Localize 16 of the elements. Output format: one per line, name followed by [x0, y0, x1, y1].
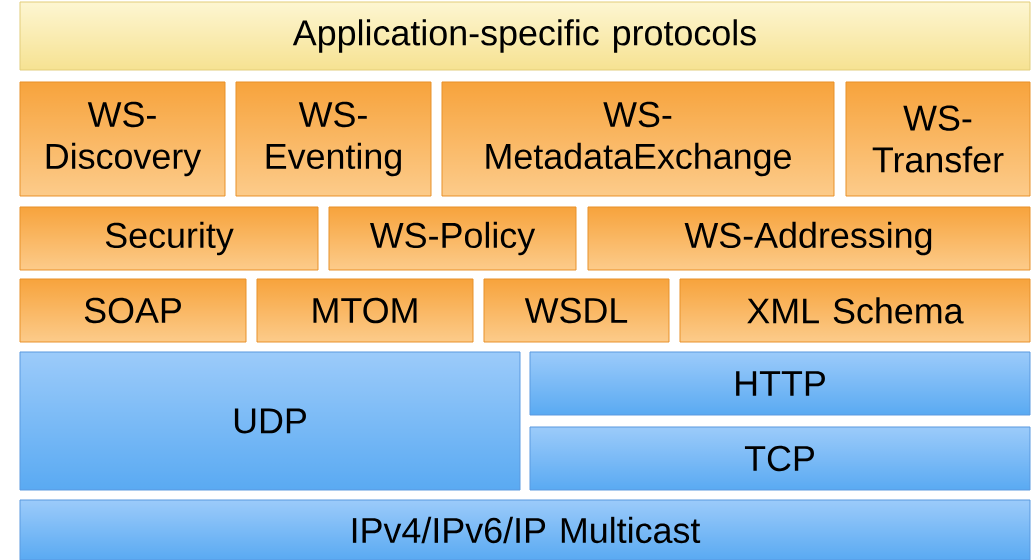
protocol-box: IPv4/IPv6/IP Multicast [19, 499, 1031, 560]
protocol-box: WSDL [483, 278, 670, 343]
protocol-box: WS-Eventing [235, 81, 432, 197]
protocol-box: SOAP [19, 278, 247, 343]
protocol-box: WS-Transfer [845, 81, 1031, 197]
protocol-box: HTTP [529, 351, 1031, 416]
protocol-box: WS-Policy [328, 206, 577, 271]
protocol-box: MTOM [256, 278, 474, 343]
protocol-box: WS-MetadataExchange [441, 81, 835, 197]
protocol-box: Security [19, 206, 319, 271]
protocol-box: WS-Addressing [587, 206, 1031, 271]
protocol-box: XML Schema [679, 278, 1031, 343]
layer-band: Application-specific protocols [19, 1, 1031, 71]
protocol-box: UDP [19, 351, 521, 491]
protocol-box: TCP [529, 426, 1031, 491]
protocol-box: WS-Discovery [19, 81, 226, 197]
